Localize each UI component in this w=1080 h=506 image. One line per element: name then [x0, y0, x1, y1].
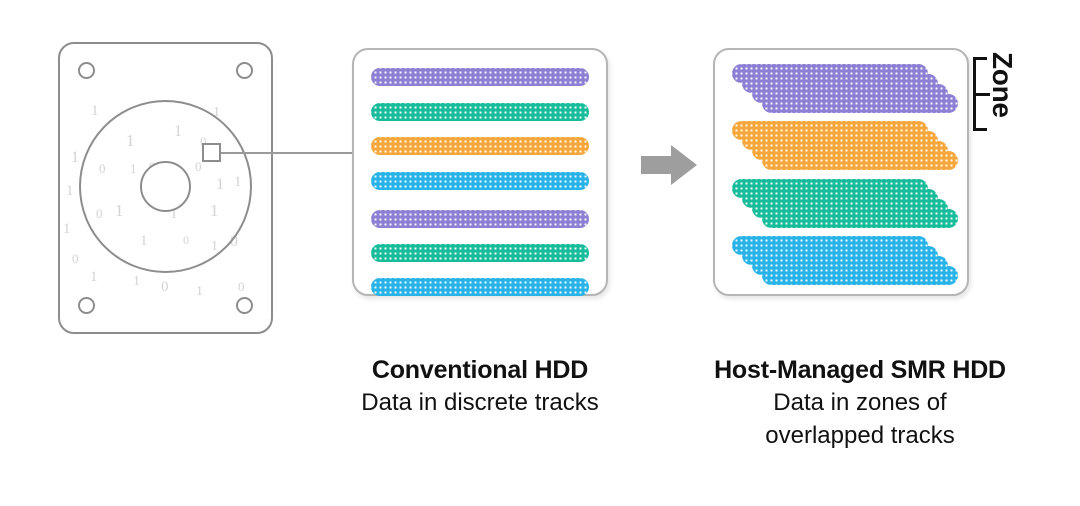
- bracket-arm-bottom: [973, 128, 987, 131]
- smr-overlapped-track: [762, 209, 958, 228]
- zone-blue: [715, 50, 967, 294]
- conventional-track: [371, 278, 589, 296]
- smr-caption-subtitle-line1: Data in zones of: [773, 389, 947, 417]
- transform-arrow-icon: [641, 143, 697, 187]
- zone-bracket: [973, 57, 991, 131]
- conventional-track: [371, 172, 589, 190]
- smr-caption-title: Host-Managed SMR HDD: [714, 356, 1006, 384]
- smr-overlapped-track: [762, 94, 958, 113]
- conventional-track: [371, 103, 589, 121]
- conventional-hdd-panel: [352, 48, 608, 296]
- bracket-spine: [973, 57, 976, 131]
- conventional-caption: Conventional HDD Data in discrete tracks: [330, 355, 630, 419]
- conventional-track: [371, 210, 589, 228]
- conventional-track: [371, 68, 589, 86]
- bracket-pointer: [976, 92, 990, 96]
- smr-overlapped-track: [762, 266, 958, 285]
- conventional-caption-title: Conventional HDD: [371, 356, 589, 384]
- smr-overlapped-track: [762, 151, 958, 170]
- smr-hdd-panel: [713, 48, 969, 296]
- bracket-arm-top: [973, 57, 987, 60]
- callout-leader-line: [221, 152, 353, 154]
- drive-screw-top-left: [78, 62, 95, 79]
- zone-label: Zone: [987, 52, 1018, 118]
- drive-screw-top-right: [236, 62, 253, 79]
- zone-orange: [715, 50, 967, 294]
- conventional-track: [371, 137, 589, 155]
- smr-caption-subtitle-line2: overlapped tracks: [765, 421, 955, 449]
- conventional-track: [371, 244, 589, 262]
- magnified-region-marker: [202, 143, 221, 162]
- spindle-hub: [140, 161, 191, 212]
- disk-platter: [79, 100, 252, 273]
- conventional-caption-subtitle: Data in discrete tracks: [361, 389, 599, 417]
- zone-purple: [715, 50, 967, 294]
- drive-screw-bottom-left: [78, 297, 95, 314]
- hard-disk-drive-figure: 11110101001110011111010011010: [58, 42, 273, 334]
- drive-screw-bottom-right: [236, 297, 253, 314]
- smr-caption: Host-Managed SMR HDD Data in zones of ov…: [690, 355, 1030, 452]
- zone-teal: [715, 50, 967, 294]
